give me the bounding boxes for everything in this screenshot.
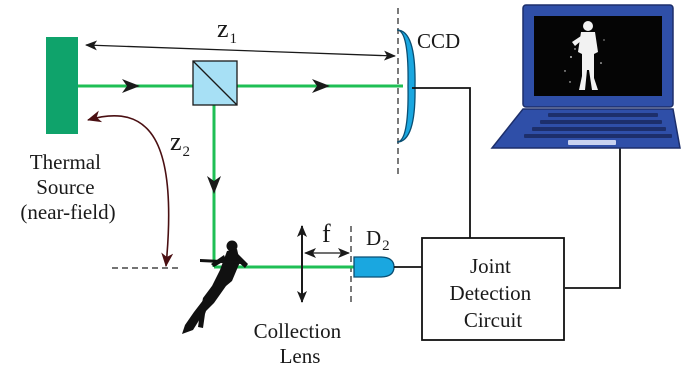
wire-circuit-to-laptop — [565, 148, 621, 289]
d2-label: D2 — [366, 226, 390, 254]
focal-length-label: f — [322, 219, 331, 248]
thermal-source-label: Thermal Source (near-field) — [20, 150, 115, 224]
soldier-ghost-image-icon — [564, 21, 605, 90]
joint-detection-circuit-label: Joint Detection Circuit — [450, 254, 537, 332]
near-field-curved-arrow — [87, 110, 174, 267]
bucket-detector-d2 — [353, 256, 395, 278]
ccd-label: CCD — [417, 29, 460, 53]
beam-arrow-icon — [207, 176, 221, 194]
beam-splitter — [192, 60, 238, 106]
beam-arrow-icon — [122, 79, 140, 93]
laptop-keys — [524, 113, 672, 145]
collection-lens-label: Collection Lens — [254, 319, 347, 368]
z1-label: z1 — [217, 14, 237, 47]
beam-splitter-diagonal — [192, 60, 238, 106]
z2-label: z2 — [170, 127, 190, 160]
ccd-detector — [396, 29, 416, 143]
joint-detection-circuit-box — [421, 237, 565, 341]
wire-ccd-to-circuit — [412, 87, 471, 238]
laptop-screen — [534, 16, 662, 96]
soldier-silhouette-icon — [182, 240, 248, 334]
light-beams — [78, 84, 403, 269]
thermal-source-block — [46, 37, 78, 134]
z1-distance-arrow — [85, 40, 396, 61]
laptop-computer — [490, 4, 681, 149]
signal-wires — [394, 87, 621, 289]
beam-arrow-icon — [312, 79, 330, 93]
